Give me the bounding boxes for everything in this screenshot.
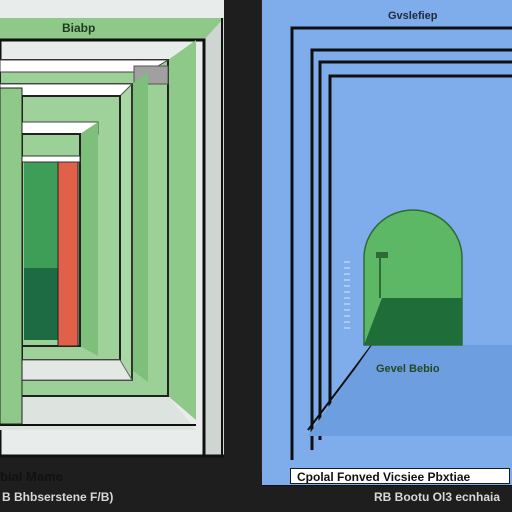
- left-right-wall: [204, 18, 224, 456]
- right-frame-4: [328, 74, 512, 420]
- left-top-band: [0, 18, 224, 40]
- left-corridor-illustration: [0, 0, 262, 470]
- left-persp-wall-3: [132, 72, 148, 382]
- right-panel: Gvslefiep Gevel Bebio: [262, 0, 512, 486]
- right-frame-1: [290, 26, 512, 460]
- left-panel-caption: bial Mame: [0, 469, 63, 484]
- right-frame-2: [310, 48, 512, 450]
- left-panel: Biabp: [0, 0, 262, 470]
- left-panel-title: Biabp: [62, 21, 96, 35]
- right-panel-caption: Cpolal Fonved Vicsiee Pbxtiae: [290, 468, 510, 484]
- left-red-strip: [57, 155, 79, 347]
- tunnel-side-ticks: [344, 261, 350, 329]
- right-frame-3: [318, 60, 512, 440]
- tunnel-floor: [364, 298, 462, 345]
- left-inner-dark: [24, 268, 58, 340]
- right-panel-title: Gvslefiep: [388, 10, 438, 22]
- left-inner-green: [24, 162, 58, 268]
- left-floor: [0, 390, 196, 430]
- right-footer-text: RB Bootu Ol3 ecnhaia: [374, 490, 501, 504]
- tunnel-caption: Gevel Bebio: [376, 363, 440, 375]
- left-persp-wall-right: [168, 40, 196, 420]
- right-tunnel-illustration: [262, 0, 512, 486]
- left-footer-text: B Bhbserstene F/B): [2, 490, 114, 504]
